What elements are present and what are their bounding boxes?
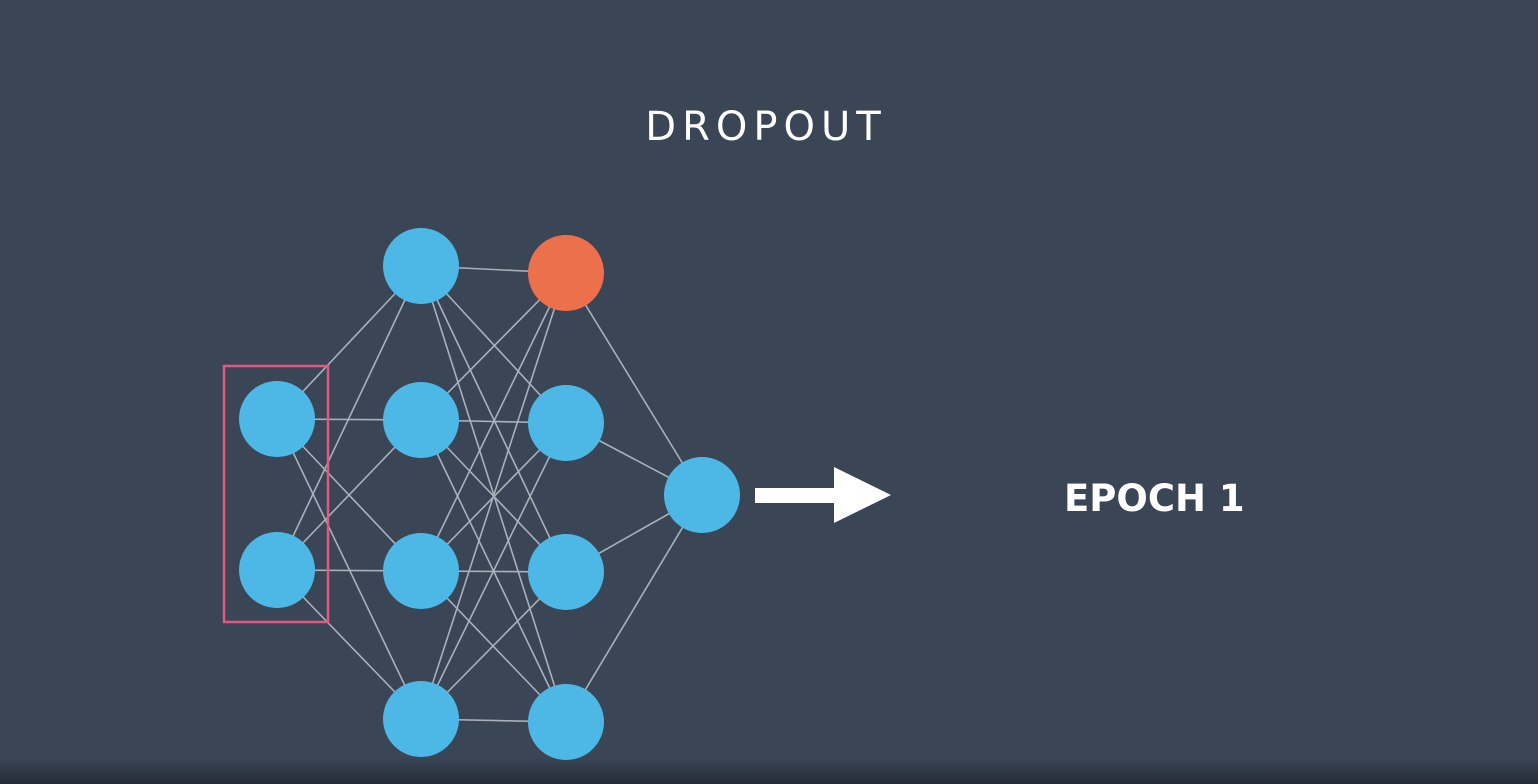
node-hidden-2-3: [528, 684, 604, 760]
edge-input-0-to-hidden-1-3: [276, 418, 422, 720]
node-hidden-2-2: [528, 534, 604, 610]
edge-hidden-2-0-to-output-0: [565, 272, 703, 496]
epoch-label: EPOCH 1: [1064, 477, 1245, 520]
edge-hidden-1-3-to-hidden-2-1: [420, 422, 567, 720]
bottom-shade: [0, 758, 1538, 784]
node-input-0: [239, 381, 315, 457]
node-hidden-1-3: [383, 681, 459, 757]
network-edges: [276, 265, 703, 723]
node-output-0: [664, 457, 740, 533]
edge-input-1-to-hidden-1-0: [276, 265, 422, 571]
edge-hidden-2-3-to-output-0: [565, 494, 703, 723]
node-hidden-2-0-dropped: [528, 235, 604, 311]
node-hidden-1-1: [383, 382, 459, 458]
input-layer-highlight-box: [222, 364, 330, 624]
node-hidden-1-2: [383, 533, 459, 609]
node-input-1: [239, 532, 315, 608]
node-hidden-1-0: [383, 228, 459, 304]
edge-hidden-1-0-to-hidden-2-2: [420, 265, 567, 573]
network-nodes: [239, 228, 740, 760]
edge-hidden-1-2-to-hidden-2-0: [420, 272, 567, 572]
edge-hidden-1-3-to-hidden-2-0: [420, 272, 567, 720]
diagram-title: DROPOUT: [645, 104, 887, 150]
node-hidden-2-1: [528, 385, 604, 461]
right-arrow-icon: [755, 467, 891, 523]
